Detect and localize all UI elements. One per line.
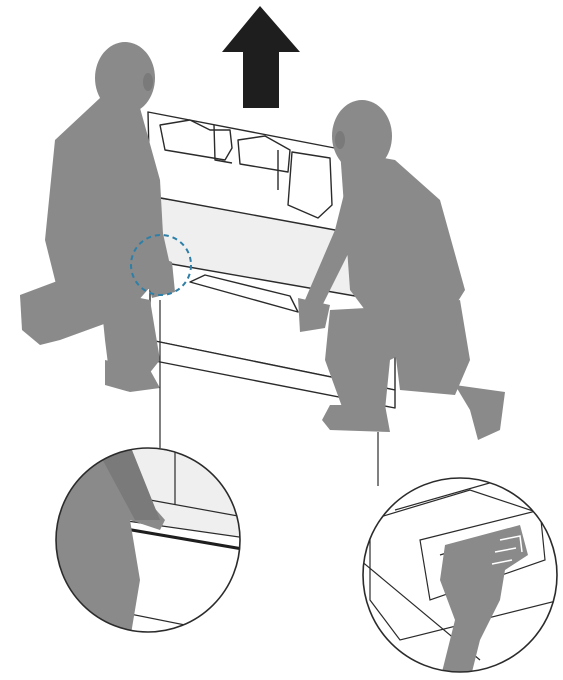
up-arrow-icon — [222, 6, 300, 108]
left-person — [20, 42, 175, 392]
right-detail-view — [360, 478, 560, 680]
left-detail-view — [50, 440, 260, 640]
